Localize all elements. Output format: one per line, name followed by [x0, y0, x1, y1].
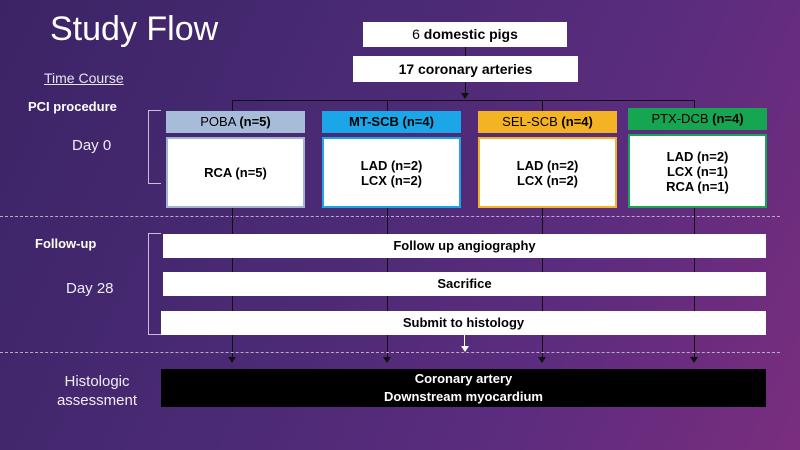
arrow-down-icon — [538, 357, 546, 363]
group-header-sel-scb: SEL-SCB (n=4) — [478, 111, 617, 133]
branch-line — [232, 100, 694, 101]
group-name: PTX-DCB — [651, 111, 709, 126]
followup-step-histology: Submit to histology — [161, 311, 766, 335]
page-title: Study Flow — [50, 10, 219, 48]
group-box-sel-scb: LAD (n=2) LCX (n=2) — [478, 137, 617, 208]
vessel-count: LCX (n=2) — [360, 172, 423, 188]
vessel-count: LAD (n=2) — [666, 148, 729, 164]
connector — [465, 47, 466, 56]
stage-day-pci: Day 0 — [72, 137, 112, 154]
arrow-down-icon — [228, 357, 236, 363]
group-box-poba: RCA (n=5) — [166, 137, 305, 208]
bracket — [148, 110, 161, 184]
connector — [542, 100, 543, 111]
divider — [0, 352, 780, 353]
stage-label-pci: PCI procedure — [28, 99, 117, 114]
histology-line: Downstream myocardium — [384, 389, 543, 404]
vessel-count: RCA (n=1) — [666, 178, 729, 194]
stage-label-line: assessment — [56, 392, 138, 409]
connector — [694, 100, 695, 108]
connector — [232, 100, 233, 111]
vessel-count: LAD (n=2) — [516, 157, 579, 173]
group-box-ptx-dcb: LAD (n=2) LCX (n=1) RCA (n=1) — [628, 134, 767, 208]
connector — [387, 100, 388, 111]
vessel-count: LCX (n=1) — [666, 163, 729, 179]
arrow-down-icon — [690, 357, 698, 363]
group-n: (n=4) — [712, 111, 744, 126]
connector — [464, 335, 465, 347]
bracket — [148, 233, 161, 335]
arteries-box: 17 coronary arteries — [353, 56, 578, 82]
followup-step-sacrifice: Sacrifice — [163, 272, 766, 296]
histology-line: Coronary artery — [414, 371, 513, 386]
group-header-poba: POBA (n=5) — [166, 111, 305, 133]
histology-box: Coronary artery Downstream myocardium — [161, 369, 766, 407]
stage-label-histology: Histologic assessment — [52, 372, 142, 410]
vessel-count: LCX (n=2) — [516, 172, 579, 188]
group-n: (n=5) — [239, 114, 271, 129]
group-header-ptx-dcb: PTX-DCB (n=4) — [628, 108, 767, 130]
pigs-count: 6 — [412, 26, 420, 42]
vessel-count: LAD (n=2) — [360, 157, 423, 173]
connector — [465, 82, 466, 94]
arrow-down-icon — [461, 346, 469, 352]
group-box-mt-scb: LAD (n=2) LCX (n=2) — [322, 137, 461, 208]
vessel-count: RCA (n=5) — [204, 165, 267, 180]
group-name: SEL-SCB — [502, 114, 558, 129]
stage-label-followup: Follow-up — [35, 236, 97, 251]
pigs-label: domestic pigs — [423, 26, 518, 42]
arrow-down-icon — [383, 357, 391, 363]
group-n: (n=4) — [561, 114, 593, 129]
group-name: POBA — [200, 114, 236, 129]
arrow-down-icon — [461, 93, 469, 99]
group-name: MT-SCB — [349, 114, 399, 129]
time-course-label: Time Course — [44, 70, 124, 86]
group-n: (n=4) — [402, 114, 434, 129]
stage-label-line: Histologic — [64, 373, 130, 390]
divider — [0, 216, 780, 217]
pigs-box: 6 domestic pigs — [363, 22, 567, 47]
followup-step-angiography: Follow up angiography — [163, 234, 766, 258]
stage-day-followup: Day 28 — [66, 280, 114, 297]
group-header-mt-scb: MT-SCB (n=4) — [322, 111, 461, 133]
